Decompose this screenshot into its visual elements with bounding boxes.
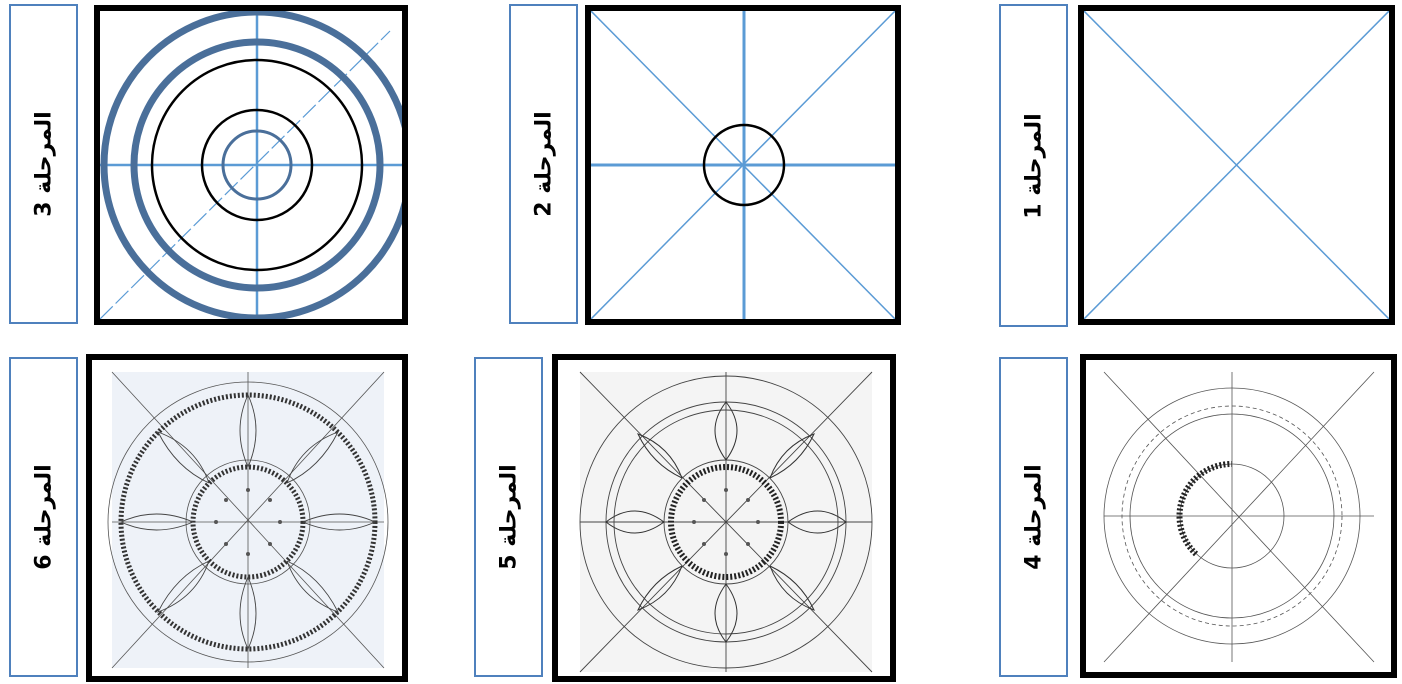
stage-4-sketch [1086,360,1391,672]
stage-4-label: المرحلة 4 [1021,464,1046,569]
stage-2-drawing [591,11,895,319]
stage-6-label-box: المرحلة 6 [9,357,78,677]
stage-3-label-box: المرحلة 3 [9,4,78,324]
stage-5-label-box: المرحلة 5 [474,357,543,677]
stage-5-sketch [558,360,890,676]
stage-3-frame [94,5,408,325]
stage-6-label: المرحلة 6 [31,464,56,569]
stage-5-frame [552,354,896,682]
stage-1-label-box: المرحلة 1 [999,4,1068,327]
stage-4-label-box: المرحلة 4 [999,357,1068,677]
diagonal-guide [100,31,390,319]
stage-2-frame [585,5,901,325]
stage-1-frame [1078,5,1395,325]
stage-1-drawing [1084,11,1389,319]
stage-2-label: المرحلة 2 [531,111,556,216]
stage-1-label: المرحلة 1 [1021,113,1046,218]
stage-3-drawing [100,11,402,319]
stage-4-frame [1080,354,1397,678]
stage-2-label-box: المرحلة 2 [509,4,578,324]
stage-6-frame [86,354,408,682]
stage-3-label: المرحلة 3 [31,111,56,216]
stage-6-sketch [92,360,402,676]
stage-5-label: المرحلة 5 [496,464,521,569]
